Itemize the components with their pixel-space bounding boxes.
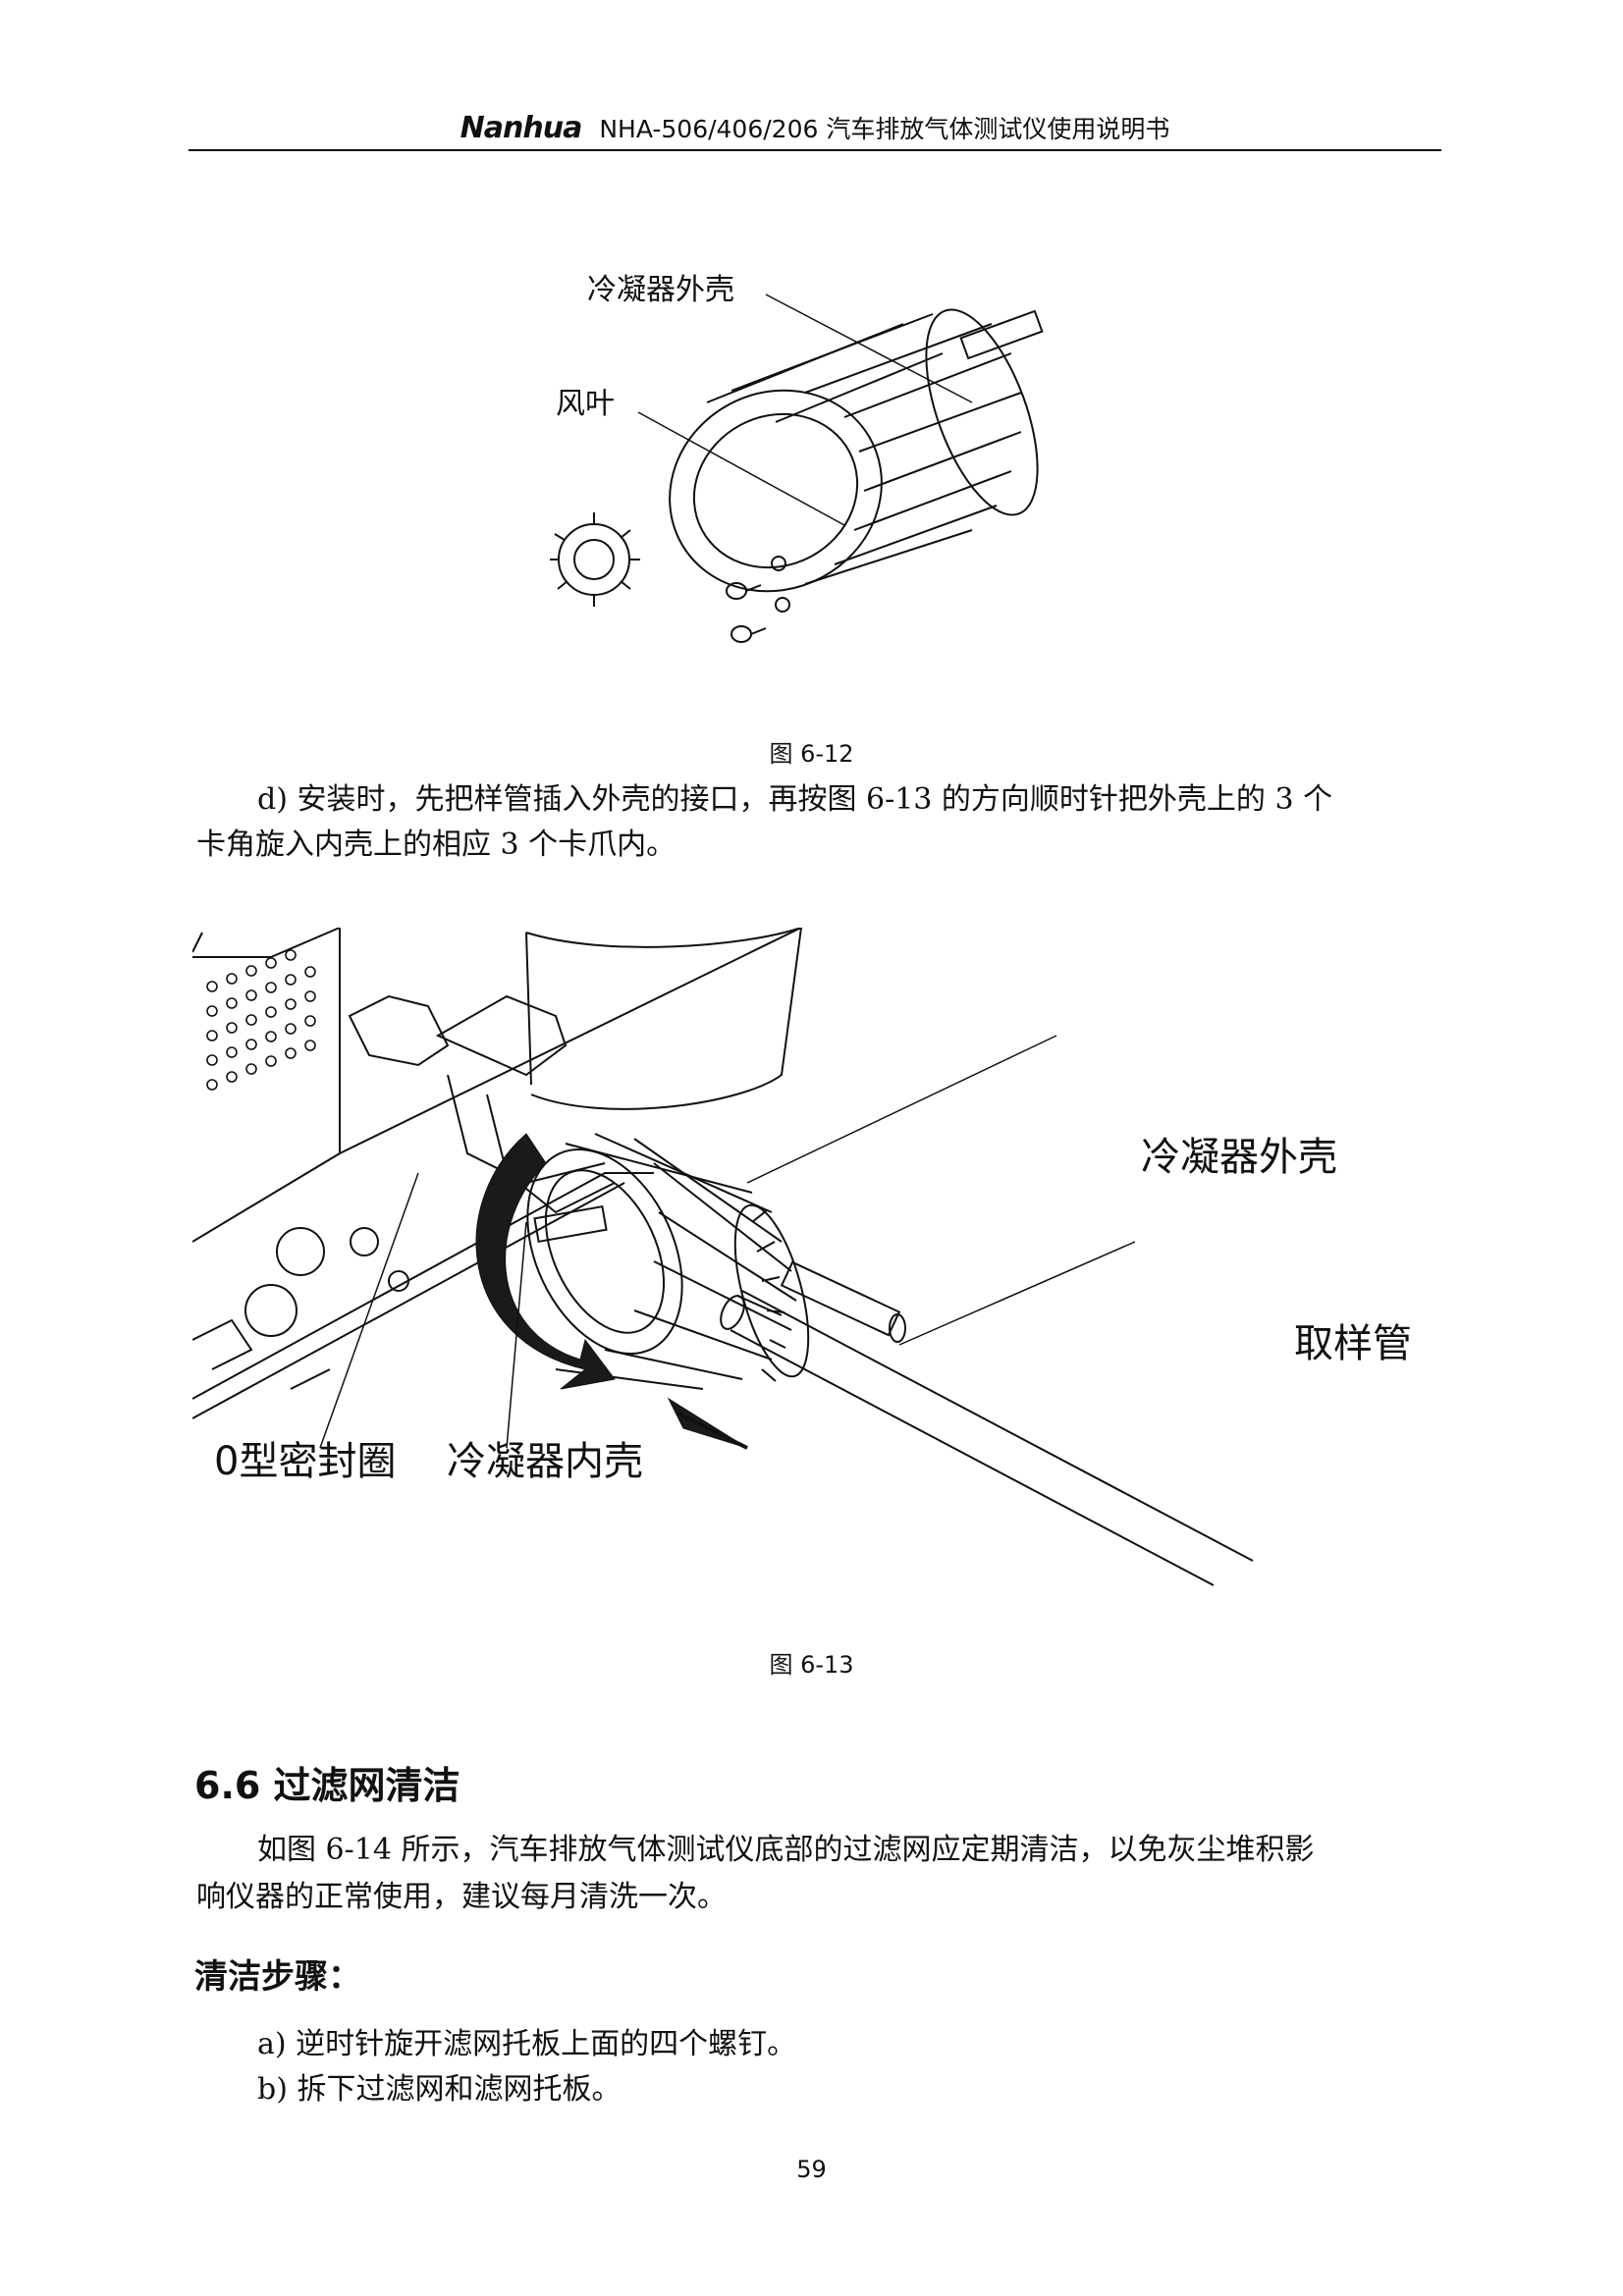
page-header: Nanhua NHA-506/406/206 汽车排放气体测试仪使用说明书 <box>189 110 1441 149</box>
rotation-arrow <box>475 1133 616 1390</box>
figure-6-13-caption: 图 6-13 <box>769 1651 854 1679</box>
section-heading: 6.6 过滤网清洁 <box>194 1764 460 1807</box>
header-title: NHA-506/406/206 汽车排放气体测试仪使用说明书 <box>599 115 1170 143</box>
steps-heading: 清洁步骤： <box>194 1957 361 1997</box>
figure-6-12-leader-lines <box>637 294 973 526</box>
label-condenser-inner-shell: 冷凝器内壳 <box>447 1439 643 1484</box>
label-fan: 风叶 <box>556 387 615 421</box>
section-para-line1: 如图 6-14 所示，汽车排放气体测试仪底部的过滤网应定期清洁，以免灰尘堆积影 <box>257 1833 1315 1867</box>
figure-6-13-illustration <box>192 928 1254 1586</box>
step-d-line1: d) 安装时，先把样管插入外壳的接口，再按图 6-13 的方向顺时针把外壳上的 … <box>257 782 1333 817</box>
step-b: b) 拆下过滤网和滤网托板。 <box>257 2072 622 2107</box>
header-rule <box>189 149 1441 151</box>
label-condenser-shell: 冷凝器外壳 <box>587 273 734 307</box>
label-sampling-tube: 取样管 <box>1294 1321 1412 1366</box>
section-para-line2: 响仪器的正常使用，建议每月清洗一次。 <box>196 1880 727 1914</box>
figure-6-12-caption: 图 6-12 <box>769 740 854 768</box>
figure-6-12-illustration <box>550 308 1044 607</box>
page-number: 59 <box>796 2156 827 2183</box>
insertion-arrow <box>667 1397 748 1449</box>
brand-logo: Nanhua <box>460 111 583 145</box>
step-a: a) 逆时针旋开滤网托板上面的四个螺钉。 <box>257 2027 797 2061</box>
figure-6-12-screws <box>726 556 790 643</box>
label-condenser-outer-shell: 冷凝器外壳 <box>1141 1135 1337 1180</box>
label-o-ring: 0型密封圈 <box>214 1439 397 1484</box>
step-d-line2: 卡角旋入内壳上的相应 3 个卡爪内。 <box>196 828 676 862</box>
